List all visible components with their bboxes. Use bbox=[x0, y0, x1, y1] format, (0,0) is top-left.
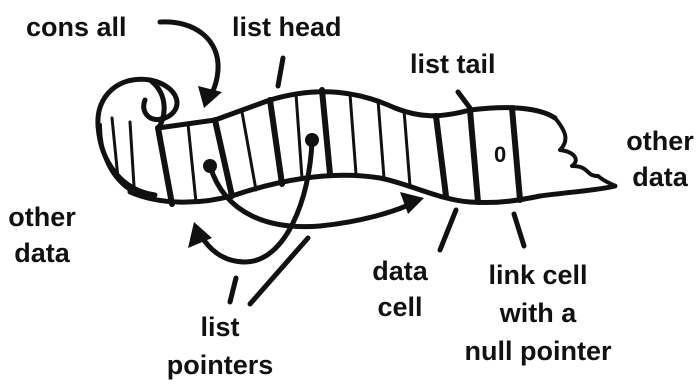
leader-line-list-tail bbox=[458, 92, 470, 108]
label-link-cell: with a bbox=[499, 298, 577, 328]
cell-dividers bbox=[112, 90, 520, 204]
pointer-arrows bbox=[160, 22, 424, 262]
arrowhead bbox=[198, 86, 222, 108]
label-list-tail: list tail bbox=[410, 49, 496, 79]
labels: cons all list head list tail other data … bbox=[8, 12, 694, 380]
cell-divider bbox=[158, 128, 172, 204]
label-data-cell: cell bbox=[377, 292, 422, 322]
ribbon-bottom-edge bbox=[130, 175, 615, 202]
label-other-data-left: other bbox=[8, 202, 76, 232]
leader-line-data-cell bbox=[440, 210, 456, 250]
memory-ribbon: 0 bbox=[98, 79, 615, 204]
cons-all-arrow bbox=[160, 22, 218, 96]
cell-divider bbox=[350, 94, 356, 174]
cell-divider bbox=[322, 90, 330, 174]
cell-divider bbox=[242, 112, 256, 190]
cell-divider bbox=[512, 108, 520, 200]
label-list-pointers: list bbox=[200, 312, 239, 342]
label-data-cell: data bbox=[372, 256, 429, 286]
cell-divider bbox=[436, 116, 446, 196]
null-pointer-value: 0 bbox=[494, 142, 506, 167]
arrowhead bbox=[400, 192, 424, 214]
cell-divider bbox=[296, 94, 302, 178]
label-other-data-right: data bbox=[632, 162, 689, 192]
label-other-data-left: data bbox=[14, 238, 71, 268]
leader-line-list-head bbox=[278, 58, 283, 86]
label-link-cell: link cell bbox=[488, 260, 587, 290]
ribbon-torn-end bbox=[555, 118, 615, 186]
cell-divider bbox=[188, 124, 196, 202]
label-list-pointers: pointers bbox=[167, 350, 274, 380]
leader-line-list-pointers bbox=[230, 278, 236, 302]
cell-divider bbox=[378, 100, 384, 178]
cell-divider bbox=[270, 100, 282, 184]
cell-divider bbox=[404, 110, 410, 186]
cell-divider bbox=[470, 110, 478, 202]
label-other-data-right: other bbox=[626, 126, 694, 156]
label-cons-all: cons all bbox=[26, 12, 127, 42]
leader-line-link-cell bbox=[514, 214, 524, 246]
label-list-head: list head bbox=[232, 12, 342, 42]
cell-divider bbox=[130, 122, 134, 186]
label-link-cell: null pointer bbox=[465, 336, 612, 366]
